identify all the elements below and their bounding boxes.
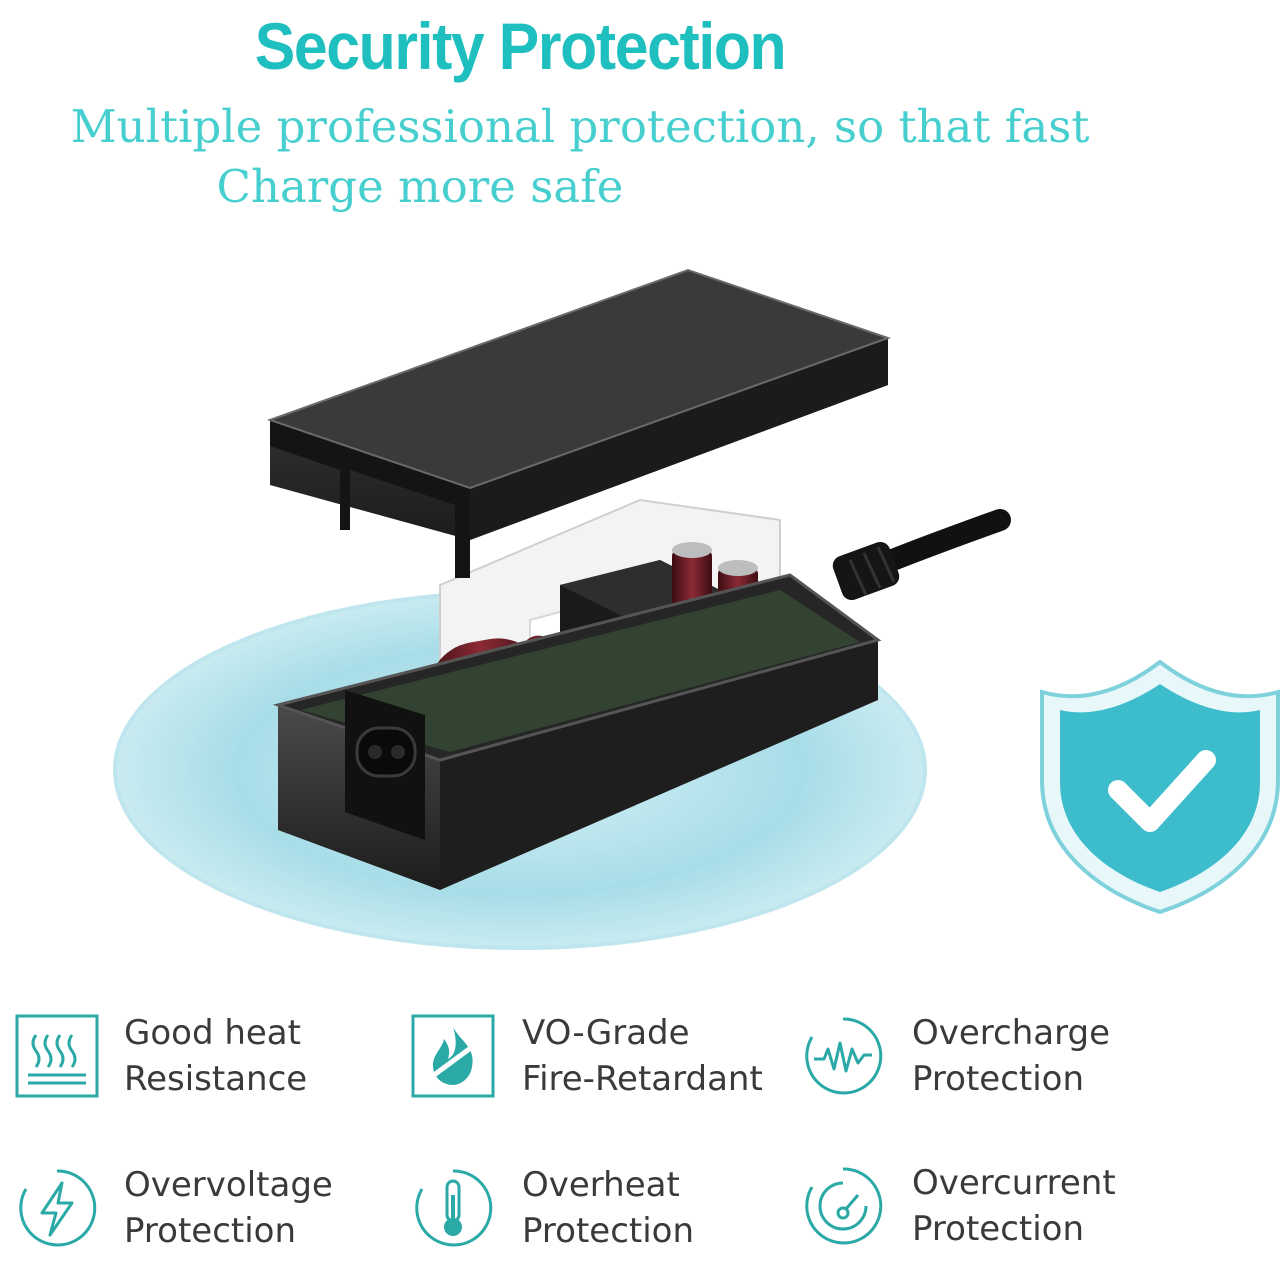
feature-line-2: Resistance: [124, 1059, 308, 1099]
feature-overcharge: Overcharge Protection: [800, 1010, 1110, 1102]
feature-line-1: Overheat: [522, 1165, 680, 1205]
feature-line-1: Good heat: [124, 1013, 301, 1053]
feature-overcurrent: Overcurrent Protection: [800, 1160, 1116, 1252]
adapter-top-lid: [266, 268, 892, 578]
feature-line-1: VO-Grade: [522, 1013, 690, 1053]
gauge-meter-icon: [805, 1167, 883, 1245]
page-title: Security Protection: [254, 9, 787, 83]
feature-line-2: Protection: [124, 1211, 297, 1251]
feature-line-2: Fire-Retardant: [522, 1059, 763, 1099]
shield-check-icon: [1040, 659, 1280, 915]
feature-line-1: Overcharge: [912, 1013, 1110, 1053]
feature-line-2: Protection: [912, 1059, 1085, 1099]
subtitle-line-1: Multiple professional protection, so tha…: [70, 100, 1090, 153]
power-cable: [869, 509, 1011, 576]
flame-retardant-icon: [411, 1014, 495, 1098]
feature-overvoltage: Overvoltage Protection: [14, 1162, 333, 1254]
feature-overheat: Overheat Protection: [410, 1162, 694, 1254]
subtitle-line-2: Charge more safe: [216, 160, 624, 213]
heat-resistance-icon: [15, 1014, 99, 1098]
thermometer-icon: [415, 1169, 493, 1247]
cable-strain-relief: [832, 541, 900, 601]
feature-line-2: Protection: [522, 1211, 695, 1251]
ac-inlet-socket: [345, 690, 425, 840]
feature-line-1: Overcurrent: [912, 1163, 1116, 1203]
lightning-bolt-icon: [19, 1169, 97, 1247]
feature-line-2: Protection: [912, 1209, 1085, 1249]
hero-illustration: [113, 268, 1280, 950]
overcharge-wave-icon: [805, 1017, 883, 1095]
feature-fire-retardant: VO-Grade Fire-Retardant: [410, 1010, 763, 1102]
feature-heat-resistance: Good heat Resistance: [14, 1010, 307, 1102]
feature-line-1: Overvoltage: [124, 1165, 333, 1205]
